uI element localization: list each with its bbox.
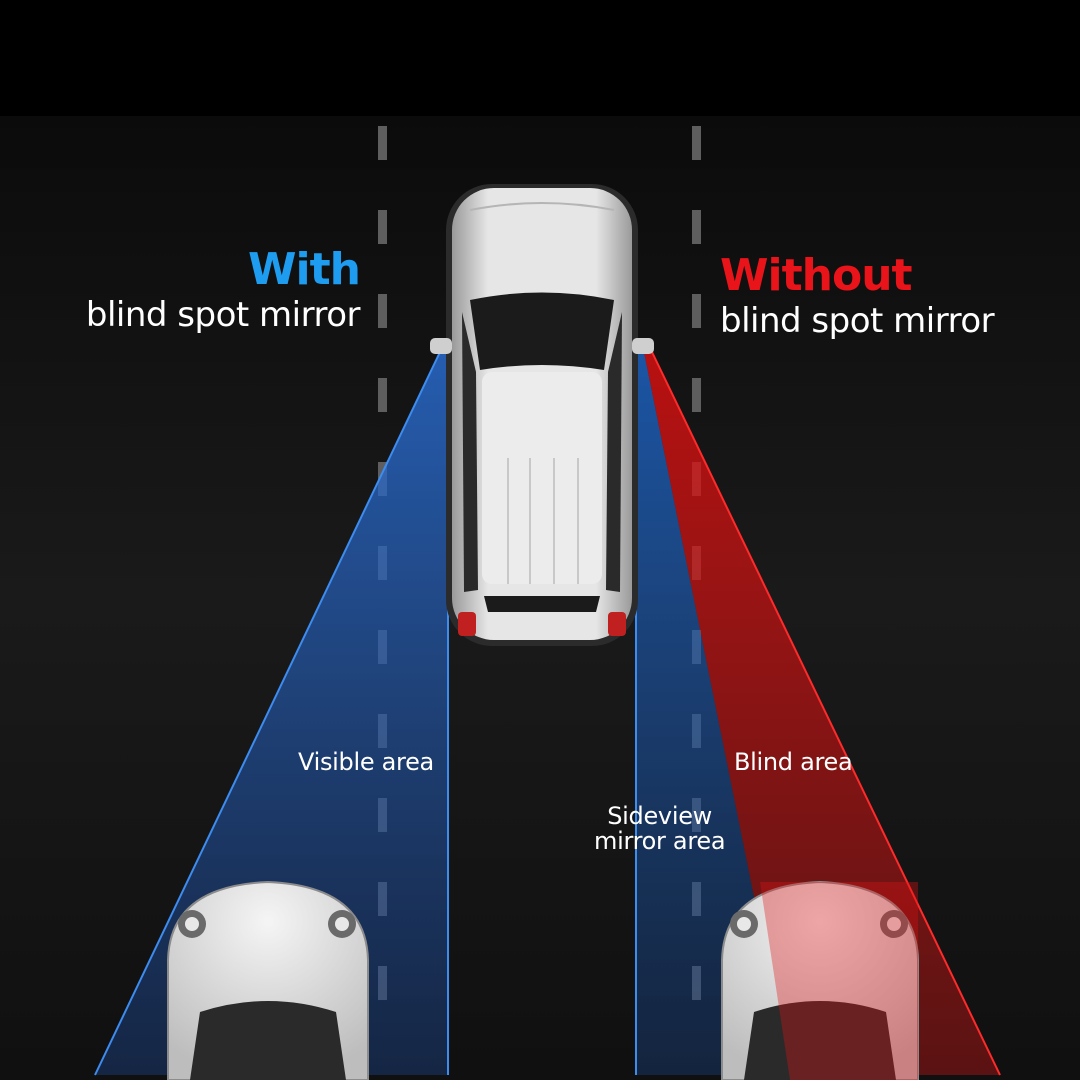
sideview-mirror-label: Sideview mirror area (594, 802, 726, 856)
blind-area-beam (644, 352, 1000, 1075)
left-following-car (167, 880, 369, 1080)
right-heading-sub: blind spot mirror (720, 301, 995, 341)
blind-area-label: Blind area (734, 748, 853, 776)
left-heading: With blind spot mirror (40, 244, 361, 335)
blind-area-edge (651, 351, 1001, 1076)
sideview-label-line1: Sideview (607, 802, 712, 830)
left-heading-sub: blind spot mirror (85, 295, 361, 335)
sideview-label-line2: mirror area (594, 827, 726, 856)
visible-area-edge (94, 351, 441, 1076)
right-heading-accent: Without (720, 250, 913, 301)
main-car (446, 184, 638, 646)
sideview-mirror-beam (636, 352, 790, 1075)
visible-area-beam (95, 352, 448, 1075)
visible-area-label: Visible area (298, 748, 434, 776)
right-following-car (721, 880, 919, 1080)
right-side-mirror (632, 338, 654, 354)
right-heading: Without blind spot mirror (720, 250, 995, 341)
left-heading-accent: With (248, 244, 361, 295)
left-side-mirror (430, 338, 452, 354)
